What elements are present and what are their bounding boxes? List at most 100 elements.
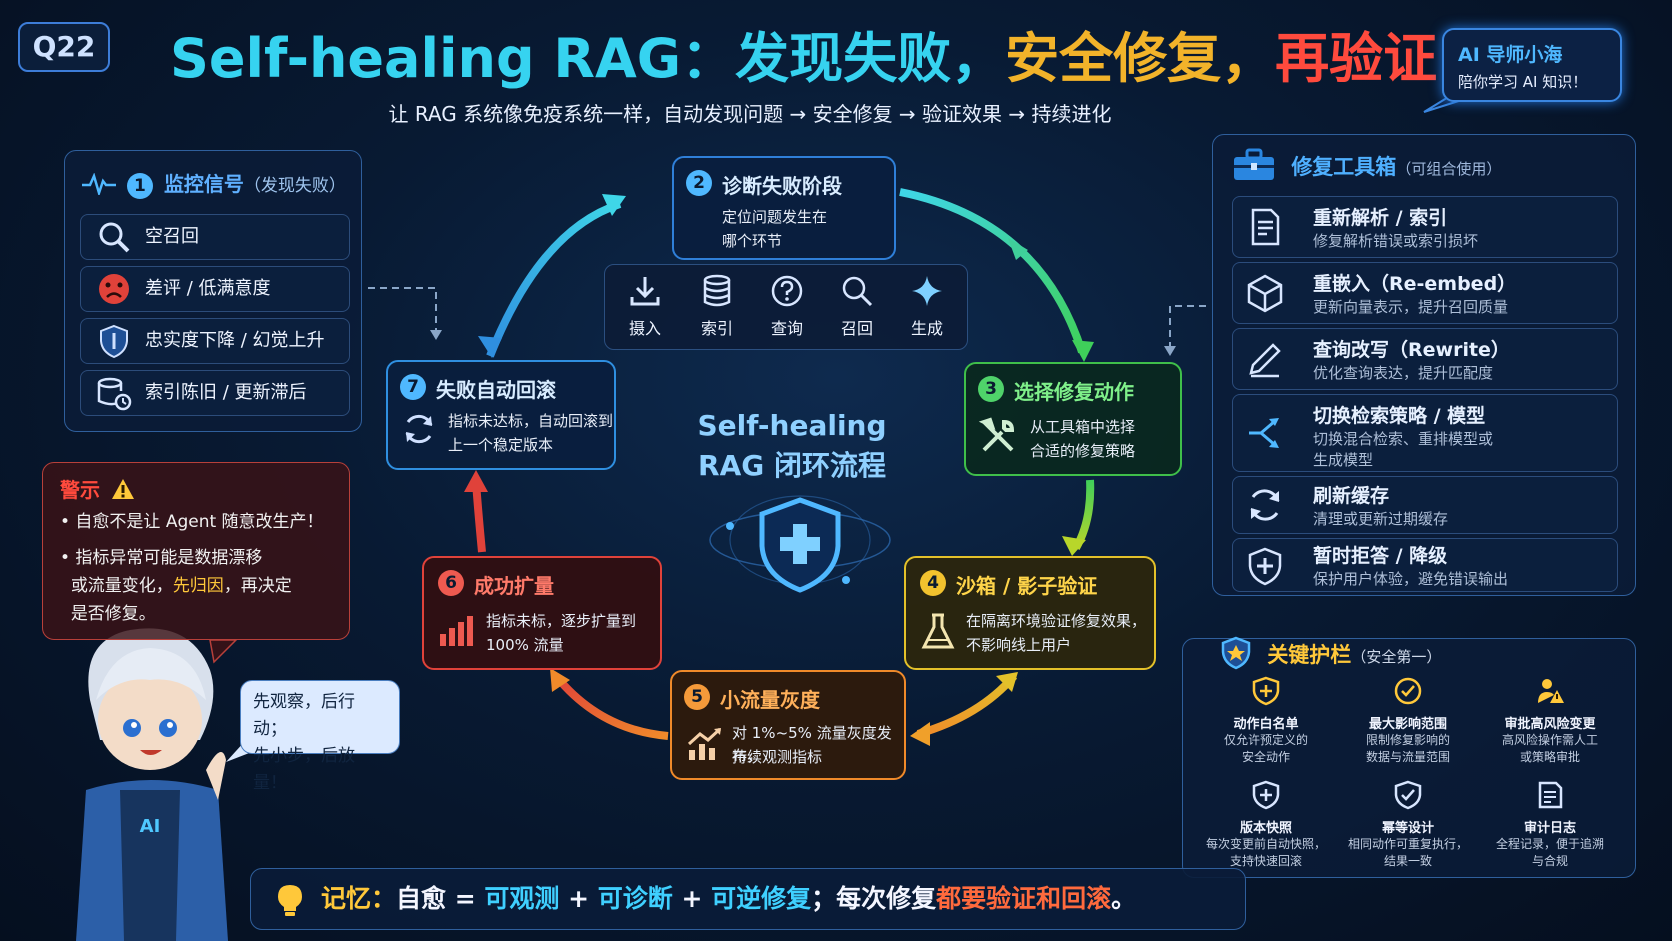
tool-desc-refresh: 清理或更新过期缓存 — [1313, 510, 1449, 528]
person-warning-icon — [1538, 679, 1564, 703]
stage-5-title: 小流量灰度 — [720, 688, 820, 712]
arrowhead-4b — [996, 672, 1018, 692]
pipeline-label-query: 查询 — [770, 319, 803, 338]
arrowhead-7 — [478, 336, 502, 358]
guardrail-approval: 审批高风险变更 高风险操作需人工 或策略审批 — [1482, 676, 1618, 766]
stage-3-num: 3 — [978, 376, 1004, 402]
center-line-2: RAG 闭环流程 — [698, 449, 886, 482]
speech-bubble: 先观察，后行动； 先小步，后放量！ — [240, 680, 400, 793]
tool-title-degrade: 暂时拒答 / 降级 — [1313, 545, 1448, 567]
memo-p5: + — [672, 884, 712, 913]
toolbox-note: （可组合使用） — [1396, 160, 1502, 178]
memo-reversible: 可逆修复 — [711, 884, 812, 913]
stage-6-title: 成功扩量 — [474, 574, 554, 598]
guardrail-desc1-idempotent: 相同动作可重复执行， — [1347, 837, 1468, 851]
pencil-icon — [1249, 343, 1281, 378]
shield-icon — [100, 324, 128, 359]
arrow-4-to-5 — [916, 673, 1018, 738]
bubble-line-2: 先小步，后放量！ — [253, 746, 355, 793]
memo-diagnosable: 可诊断 — [597, 884, 673, 913]
stage-6-desc-1: 指标未标，逐步扩量到 — [486, 612, 637, 630]
warning-item-2-b: 或流量变化， — [70, 576, 173, 596]
tool-title-reparse: 重新解析 / 索引 — [1313, 207, 1448, 229]
memo-p9: 。 — [1111, 884, 1137, 913]
database-clock-icon — [97, 377, 132, 411]
monitor-item-empty-recall: 空召回 — [80, 214, 350, 260]
guard-shield-icon — [1221, 636, 1251, 670]
arrowhead-4 — [1062, 536, 1086, 556]
stage-6-desc-2: 100% 流量 — [486, 636, 564, 654]
toolbox-header: 修复工具箱（可组合使用） — [1232, 148, 1501, 182]
page-subtitle: 让 RAG 系统像免疫系统一样，自动发现问题 → 安全修复 → 验证效果 → 持… — [388, 102, 1112, 126]
title-part2: 安全修复， — [1005, 27, 1276, 90]
stage-4-num: 4 — [920, 570, 946, 596]
stage-7-title: 失败自动回滚 — [436, 378, 556, 402]
memo-bar: 记忆：自愈 = 可观测 + 可诊断 + 可逆修复；每次修复都要验证和回滚。 — [250, 868, 1246, 930]
guardrail-desc1-whitelist: 仅允许预定义的 — [1223, 733, 1308, 747]
tool-desc-reparse: 修复解析错误或索引损坏 — [1313, 232, 1479, 250]
tool-title-rewrite: 查询改写（Rewrite） — [1313, 339, 1510, 361]
warning-item-2-a: • 指标异常可能是数据漂移 — [60, 548, 263, 568]
dashed-link-left — [368, 287, 437, 336]
download-icon — [630, 277, 660, 306]
arrow-3-to-4 — [1072, 479, 1095, 550]
sparkle-icon — [912, 276, 942, 306]
pipeline-index: 索引 — [687, 273, 747, 339]
memo-observable: 可观测 — [484, 884, 560, 913]
tool-desc-reembed: 更新向量表示，提升召回质量 — [1313, 298, 1509, 316]
arrow-7-to-2 — [486, 200, 622, 358]
shield-check-icon — [1394, 780, 1422, 810]
shield-plus-icon — [1252, 780, 1280, 810]
center-title: Self-healing RAG 闭环流程 — [662, 406, 922, 486]
guardrail-desc2-idempotent: 结果一致 — [1383, 854, 1432, 868]
stage-7-rollback: 7 失败自动回滚 指标未达标，自动回滚到 上一个稳定版本 — [386, 360, 616, 470]
shield-plus-icon — [1252, 676, 1280, 706]
memo-p7: ；每次修复 — [811, 884, 937, 913]
warning-icon — [111, 479, 134, 499]
dashed-link-right — [1169, 305, 1206, 352]
question-icon — [771, 275, 803, 307]
guardrail-title-audit: 审计日志 — [1523, 821, 1576, 836]
tool-reembed: 重嵌入（Re-embed） 更新向量表示，提升召回质量 — [1232, 262, 1618, 324]
guardrail-idempotent: 幂等设计 相同动作可重复执行， 结果一致 — [1340, 780, 1476, 870]
stage-3-select-action: 3 选择修复动作 从工具箱中选择 合适的修复策略 — [964, 362, 1182, 476]
pipeline-query: 查询 — [757, 273, 817, 339]
monitor-num: 1 — [126, 173, 153, 199]
stage-2-desc-1: 定位问题发生在 — [722, 208, 828, 226]
arrow-6-to-7 — [472, 481, 486, 553]
monitor-title: 监控信号 — [163, 172, 244, 196]
guardrail-title-idempotent: 幂等设计 — [1381, 821, 1434, 836]
search-icon — [99, 222, 130, 253]
guardrail-desc2-whitelist: 安全动作 — [1241, 750, 1290, 764]
growth-chart-icon — [687, 727, 722, 760]
stage-2-num: 2 — [686, 170, 712, 196]
title-part1: Self-healing RAG：发现失败， — [170, 27, 1006, 90]
pipeline-label-index: 索引 — [700, 319, 733, 338]
memo-verify-rollback: 都要验证和回滚 — [936, 884, 1112, 913]
tool-title-reembed: 重嵌入（Re-embed） — [1313, 273, 1517, 295]
guardrail-desc1-blast: 限制修复影响的 — [1365, 733, 1450, 747]
tool-rewrite: 查询改写（Rewrite） 优化查询表达，提升匹配度 — [1232, 328, 1618, 390]
arrowhead-2 — [602, 194, 626, 216]
refresh-icon — [1250, 489, 1280, 521]
stage-5-desc-1: 对 1%~5% 流量灰度发布， — [732, 724, 892, 765]
stage-4-title: 沙箱 / 影子验证 — [956, 574, 1098, 598]
guardrail-desc2-audit: 与合规 — [1531, 854, 1568, 868]
mentor-name: AI 导师小海 — [1458, 44, 1563, 66]
title-part3: 再验证 — [1275, 27, 1438, 90]
stage-4-desc-1: 在隔离环境验证修复效果， — [966, 612, 1147, 630]
stage-2-desc-2: 哪个环节 — [722, 232, 783, 250]
stage-6-scale-up: 6 成功扩量 指标未标，逐步扩量到 100% 流量 — [422, 556, 662, 670]
warning-highlight: 先归因 — [172, 576, 224, 596]
tools-icon — [978, 417, 1015, 452]
monitor-header: 1 监控信号（发现失败） — [82, 168, 346, 199]
pipeline-ingest: 摄入 — [615, 273, 675, 339]
guardrails-grid: 动作白名单 仅允许预定义的 安全动作 最大影响范围 限制修复影响的 数据与流量范… — [1194, 676, 1624, 872]
tool-refresh-cache: 刷新缓存 清理或更新过期缓存 — [1232, 476, 1618, 534]
arrowhead-7b — [464, 470, 488, 492]
memo-label: 记忆： — [321, 884, 397, 913]
sad-face-icon — [99, 274, 129, 304]
guardrails-note: （安全第一） — [1351, 648, 1442, 666]
